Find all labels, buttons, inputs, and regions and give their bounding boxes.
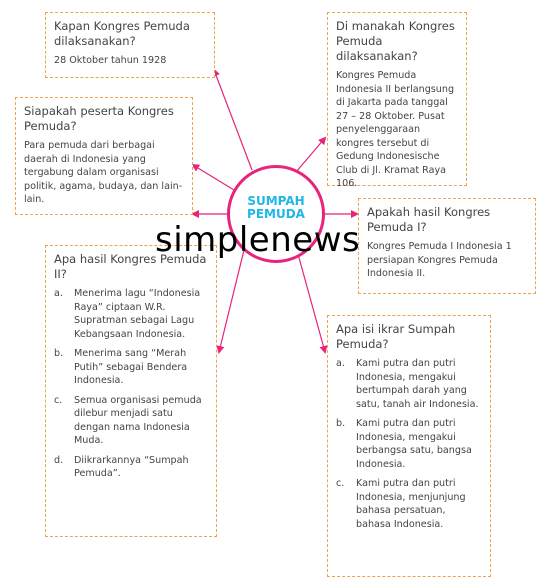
card-result1-answer: Kongres Pemuda I Indonesia 1 persiapan K… [367, 241, 512, 279]
connector-to-where [295, 136, 327, 173]
card-where-answer: Kongres Pemuda Indonesia II berlangsung … [336, 70, 455, 189]
hub-circle: SUMPAH PEMUDA [227, 165, 325, 263]
card-result2-question: Apa hasil Kongres Pemuda II? [54, 252, 207, 281]
watermark-text: simplenews [155, 220, 361, 260]
list-text: Menerima lagu “Indonesia Raya” ciptaan W… [74, 288, 201, 340]
list-marker: d. [54, 454, 64, 466]
card-oath: Apa isi ikrar Sumpah Pemuda? a. Kami put… [327, 315, 491, 577]
hub-title: SUMPAH PEMUDA [247, 194, 305, 221]
card-where-question: Di manakah Kongres Pemuda dilaksanakan? [336, 19, 455, 63]
connector-to-who [191, 163, 235, 191]
list-marker: b. [54, 348, 64, 359]
list-marker: a. [54, 288, 63, 299]
list-text: Kami putra dan putri Indonesia, menjunju… [356, 478, 466, 530]
card-result1-question: Apakah hasil Kongres Pemuda I? [367, 205, 491, 234]
list-item: b. Menerima sang “Merah Putih” sebagai B… [54, 347, 208, 388]
list-marker: c. [54, 394, 63, 406]
list-marker: a. [336, 358, 345, 369]
list-text: Menerima sang “Merah Putih” sebagai Bend… [74, 348, 188, 386]
list-item: b. Kami putra dan putri Indonesia, menga… [336, 417, 482, 471]
card-result1: Apakah hasil Kongres Pemuda I? Kongres P… [358, 198, 536, 294]
list-item: c. Semua organisasi pemuda dilebur menja… [54, 394, 208, 448]
list-text: Semua organisasi pemuda dilebur menjadi … [74, 394, 202, 447]
card-oath-question: Apa isi ikrar Sumpah Pemuda? [336, 322, 456, 351]
connector-to-oath [297, 253, 328, 354]
card-when-question: Kapan Kongres Pemuda dilaksanakan? [54, 19, 190, 48]
list-text: Kami putra dan putri Indonesia, mengakui… [356, 418, 472, 470]
card-when-answer: 28 Oktober tahun 1928 [54, 55, 167, 66]
list-marker: b. [336, 418, 346, 429]
card-who: Siapakah peserta Kongres Pemuda? Para pe… [15, 97, 193, 215]
card-who-question: Siapakah peserta Kongres Pemuda? [24, 104, 174, 133]
list-text: Kami putra dan putri Indonesia, mengakui… [356, 358, 479, 410]
list-item: a. Menerima lagu “Indonesia Raya” ciptaa… [54, 287, 208, 341]
card-result2-list: a. Menerima lagu “Indonesia Raya” ciptaa… [54, 287, 208, 481]
card-where: Di manakah Kongres Pemuda dilaksanakan? … [327, 12, 467, 189]
card-who-answer: Para pemuda dari berbagai daerah di Indo… [24, 140, 183, 205]
connector-to-result2 [216, 249, 245, 354]
connector-to-when [212, 68, 253, 171]
list-item: d. Diikrarkannya “Sumpah Pemuda”. [54, 454, 208, 481]
card-when: Kapan Kongres Pemuda dilaksanakan? 28 Ok… [45, 12, 215, 78]
list-item: c. Kami putra dan putri Indonesia, menju… [336, 477, 482, 531]
list-marker: c. [336, 478, 345, 489]
list-text: Diikrarkannya “Sumpah Pemuda”. [74, 454, 189, 480]
card-result2: Apa hasil Kongres Pemuda II? a. Menerima… [45, 245, 217, 537]
list-item: a. Kami putra dan putri Indonesia, menga… [336, 357, 482, 411]
card-oath-list: a. Kami putra dan putri Indonesia, menga… [336, 357, 482, 531]
